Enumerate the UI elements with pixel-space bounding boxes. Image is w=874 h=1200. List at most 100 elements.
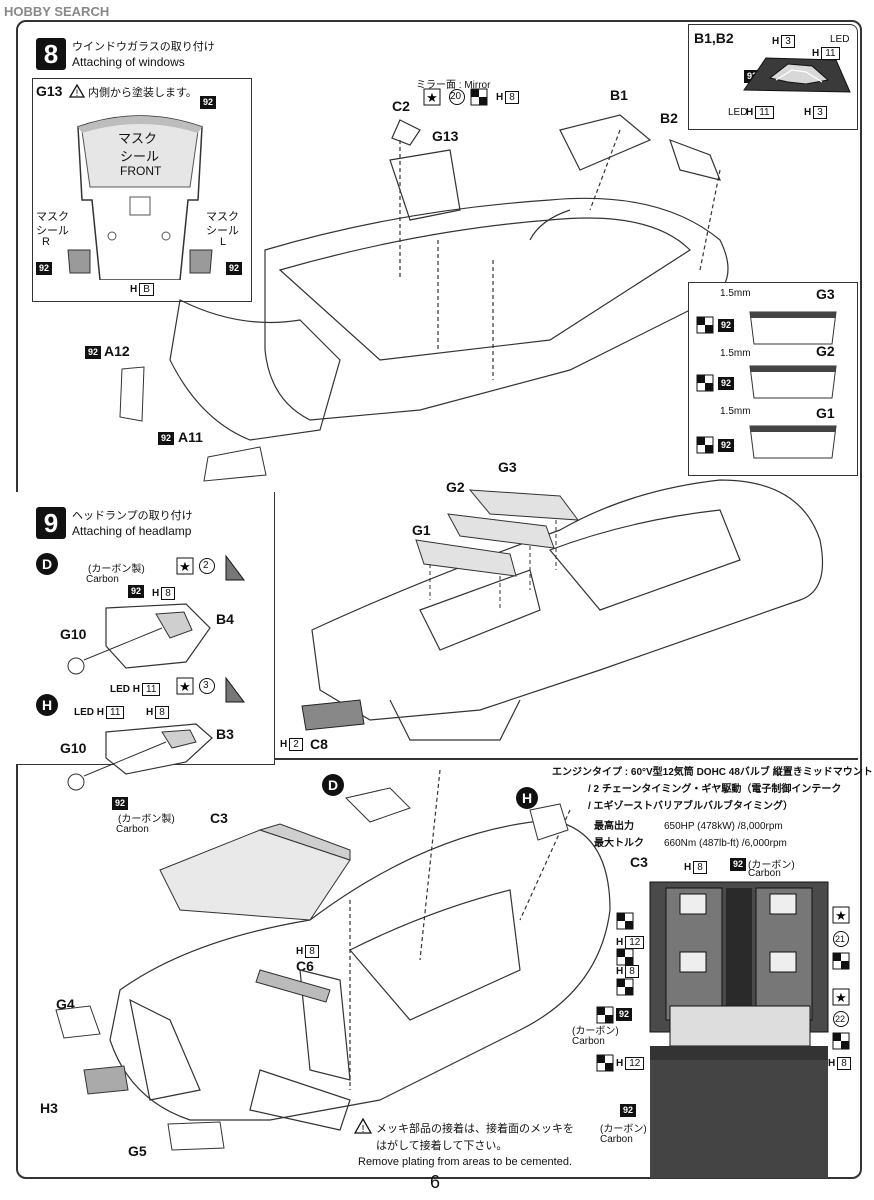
d-part-g10: G10 xyxy=(60,626,87,642)
warning-icon: ! xyxy=(69,84,85,98)
step9-number: 9 xyxy=(36,507,66,539)
car-part-g2: G2 xyxy=(446,479,465,495)
engine-number-circle-21 xyxy=(833,931,849,947)
marker-d-chassis: D xyxy=(322,774,344,796)
engine-paint-top: 92 xyxy=(730,858,747,871)
step9-title-en: Attaching of headlamp xyxy=(72,524,192,538)
h-headlamp-diagram xyxy=(67,723,213,791)
h-star-icon: ★ xyxy=(176,677,194,695)
engine-paint-icon-5 xyxy=(596,1054,614,1072)
windshield-diagram xyxy=(67,115,213,280)
step8-number: 8 xyxy=(36,38,66,70)
b-light-diagram xyxy=(743,57,851,93)
h-paint: 92 xyxy=(112,797,129,810)
mask-right-paint: 92 xyxy=(226,262,243,275)
h-number-circle xyxy=(199,678,215,694)
svg-text:★: ★ xyxy=(179,679,191,694)
spec-line-2: / 2 チェーンタイミング・ギヤ駆動（電子制御インテーク xyxy=(588,784,842,795)
car-part-g3: G3 xyxy=(498,459,517,475)
a12-glass-piece xyxy=(119,366,145,422)
spec-torque-label: 最大トルク xyxy=(594,838,644,849)
part-g5: G5 xyxy=(128,1143,147,1159)
plating-note-jp-1: メッキ部品の接着は、接着面のメッキを xyxy=(376,1123,574,1135)
engine-num-22: 22 xyxy=(835,1014,846,1024)
plating-note-en: Remove plating from areas to be cemented… xyxy=(358,1156,573,1168)
svg-text:★: ★ xyxy=(179,559,191,574)
plating-warning-icon: ! xyxy=(354,1118,372,1134)
g13-paint-chip: 92 xyxy=(200,96,217,109)
d-headlamp-diagram xyxy=(67,603,211,675)
car-part-g1: G1 xyxy=(412,522,431,538)
step8-title-jp: ウインドウガラスの取り付け xyxy=(72,41,215,53)
part-b1: B1 xyxy=(610,87,628,103)
engine-paint-icon-4 xyxy=(596,1006,614,1024)
part-a11: A11 xyxy=(178,429,203,445)
h-part-g10: G10 xyxy=(60,740,87,756)
d-paint: 92 xyxy=(128,585,145,598)
g1-paint-icon xyxy=(696,436,714,454)
engine-carbon-bottom-en: Carbon xyxy=(600,1134,633,1145)
g2-paint: 92 xyxy=(718,377,735,390)
engine-num-21: 21 xyxy=(835,934,846,944)
engine-paint-icon-7 xyxy=(832,1032,850,1050)
d-number-circle xyxy=(199,558,215,574)
g3-dim: 1.5mm xyxy=(720,288,751,299)
mask-r-l2: シール xyxy=(36,225,69,237)
a11-paint: 92 xyxy=(158,432,175,445)
marker-d-headlamp: D xyxy=(36,553,58,575)
engine-number-circle-22 xyxy=(833,1011,849,1027)
watermark-logo: HOBBY SEARCH xyxy=(4,4,110,19)
g3-paint: 92 xyxy=(718,319,735,332)
mask-l-l1: マスク xyxy=(206,211,239,223)
g1-part: G1 xyxy=(816,405,835,421)
engine-carbon-bottom-jp: (カーボン) xyxy=(600,1124,647,1135)
svg-text:!: ! xyxy=(76,88,79,98)
mask-center-l1: マスク xyxy=(118,131,158,146)
g1-glass xyxy=(749,425,837,459)
mirror-number: 20 xyxy=(450,91,462,102)
spec-line-3: / エギゾーストバリアブルバルブタイミング） xyxy=(588,801,794,812)
part-a12: A12 xyxy=(104,343,130,359)
engine-star-icon-2: ★ xyxy=(832,988,850,1006)
g2-paint-icon xyxy=(696,374,714,392)
svg-text:!: ! xyxy=(362,1124,365,1134)
g13-inset-part: G13 xyxy=(36,83,63,99)
mask-r-l3: R xyxy=(42,236,50,248)
part-c2: C2 xyxy=(392,98,410,114)
b-inset-title: B1,B2 xyxy=(694,30,734,46)
part-c3-lower: C3 xyxy=(210,810,228,826)
g2-glass xyxy=(749,365,837,399)
h-carbon-jp: (カーボン製) xyxy=(118,814,175,825)
engine-carbon-mid-en: Carbon xyxy=(572,1036,605,1047)
mask-left-paint: 92 xyxy=(36,262,53,275)
g3-glass xyxy=(749,311,837,345)
step9-title-jp: ヘッドランプの取り付け xyxy=(72,510,193,522)
g13-warning-text: 内側から塗装します。 xyxy=(88,87,197,99)
d-number: 2 xyxy=(203,560,209,571)
mask-center-l2: シール xyxy=(120,149,160,164)
engine-paint-icon-6 xyxy=(832,952,850,970)
b-inset-led-label: LED xyxy=(830,34,850,45)
spec-torque-value: 660Nm (487lb-ft) /6,000rpm xyxy=(664,838,787,849)
d-star-icon: ★ xyxy=(176,557,194,575)
mask-r-l1: マスク xyxy=(36,211,69,223)
engine-paint-icon-2 xyxy=(616,948,634,966)
mirror-note: ミラー面 : Mirror xyxy=(416,80,491,91)
engine-block-diagram xyxy=(649,881,829,1178)
d-carbon-swatch-icon xyxy=(225,554,245,581)
h-carbon-en: Carbon xyxy=(116,824,149,835)
car-upper-body-diagram xyxy=(169,114,729,441)
engine-paint-icon-3 xyxy=(616,978,634,996)
divider-step9 xyxy=(274,758,858,760)
